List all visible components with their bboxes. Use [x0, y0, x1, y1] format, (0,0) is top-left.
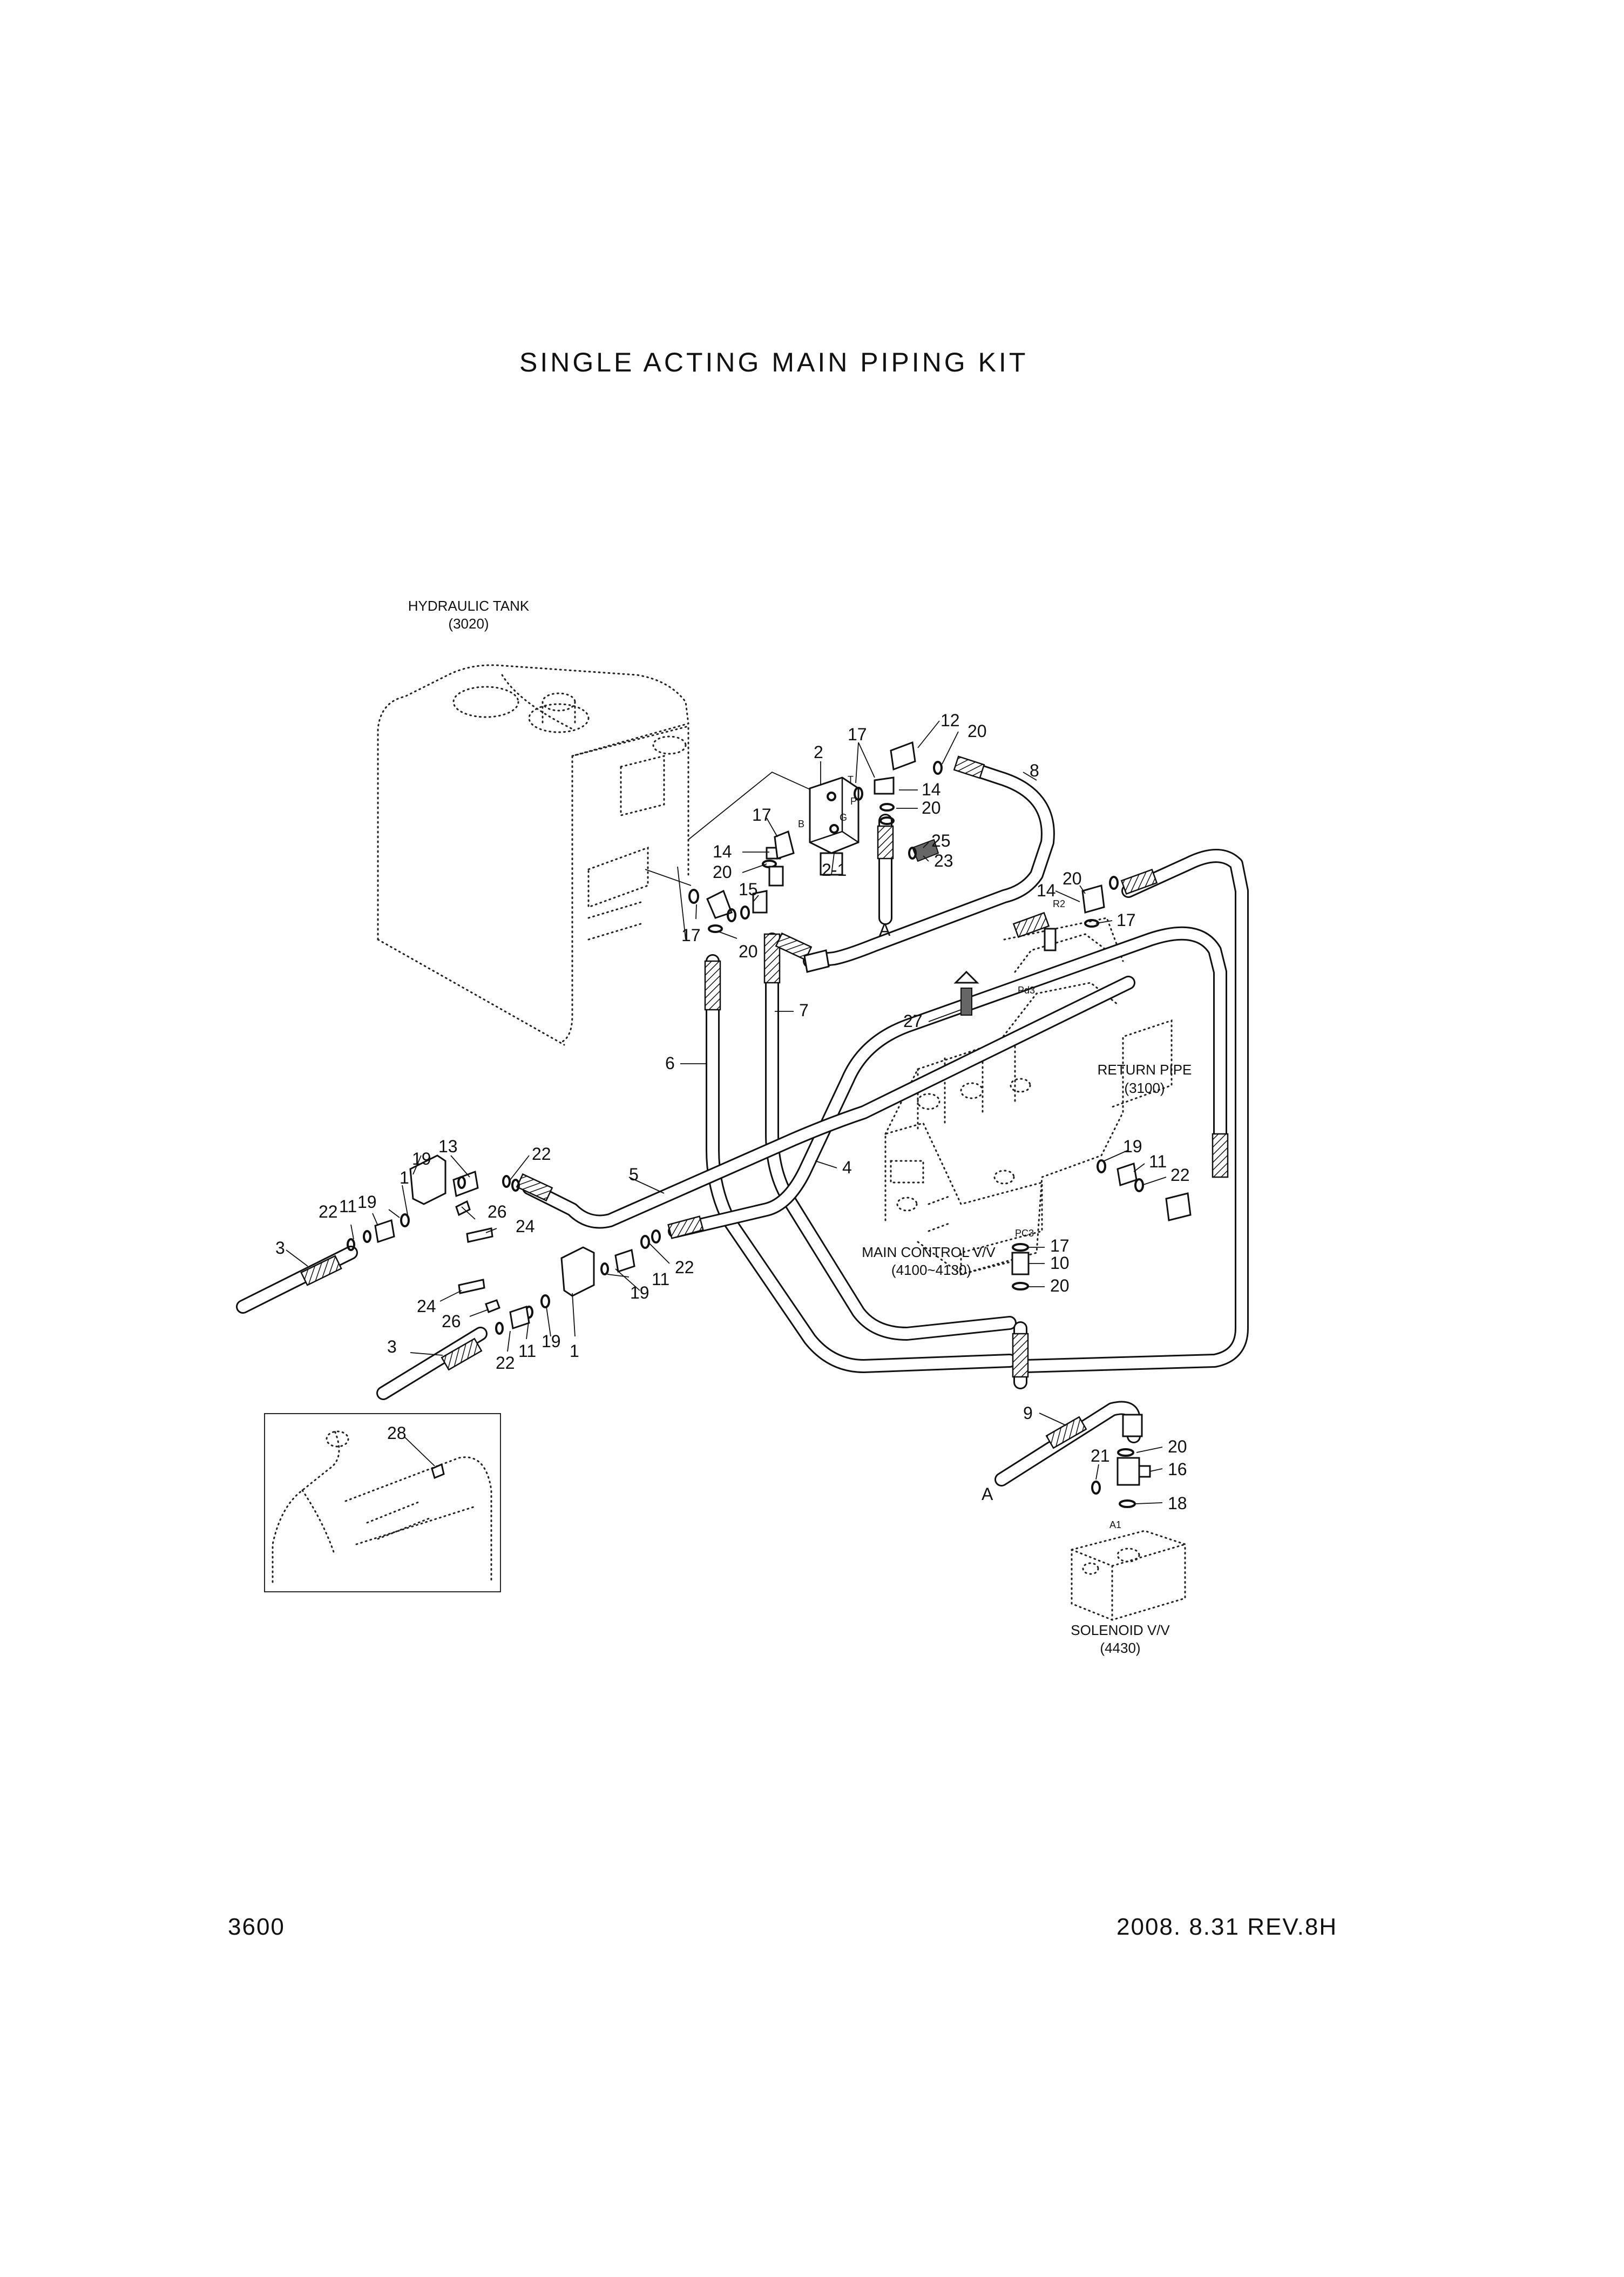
callout-17: 17: [1050, 1236, 1070, 1255]
leader-lines: [286, 720, 1167, 1504]
fittings: R2 Pd3 PC3 A1: [347, 741, 1192, 1530]
revision-date: 2008. 8.31 REV.8H: [1116, 1914, 1337, 1940]
callout-17: 17: [752, 805, 772, 825]
callout-9: 9: [1023, 1403, 1033, 1423]
callout-20: 20: [739, 942, 758, 961]
callout-16: 16: [1168, 1460, 1187, 1479]
callout-11: 11: [518, 1341, 536, 1361]
main-control-valve-label: MAIN CONTROL V/V: [862, 1244, 996, 1260]
callout-28: 28: [387, 1423, 407, 1443]
port-label-pd3: Pd3: [1018, 985, 1035, 996]
callout-14: 14: [922, 780, 941, 799]
callout-8: 8: [1030, 761, 1039, 780]
callout-26: 26: [488, 1202, 507, 1221]
callout-25: 25: [931, 831, 951, 850]
callout-26: 26: [442, 1312, 461, 1331]
callout-19: 19: [357, 1192, 377, 1212]
callout-23: 23: [934, 851, 953, 870]
connector-a-lower: A: [982, 1484, 993, 1504]
callout-13: 13: [438, 1137, 458, 1156]
callout-7: 7: [799, 1001, 809, 1020]
callout-20: 20: [1063, 869, 1082, 888]
part-callouts: 2 2-1 17 12 20 14 20 8 17 14 20 15 25 23…: [275, 711, 1190, 1513]
page-number: 3600: [228, 1914, 285, 1940]
callout-1: 1: [400, 1168, 409, 1187]
port-label-b: B: [798, 819, 804, 829]
main-control-valve: MAIN CONTROL V/V (4100~4130) RETURN PIPE…: [862, 917, 1192, 1278]
callout-22: 22: [532, 1144, 551, 1164]
callout-17: 17: [1116, 910, 1136, 930]
hydraulic-tank-label: HYDRAULIC TANK: [408, 598, 530, 614]
callout-12: 12: [940, 711, 960, 730]
callout-1: 1: [570, 1341, 579, 1361]
callout-19: 19: [542, 1332, 561, 1351]
callout-18: 18: [1168, 1494, 1187, 1513]
callout-24: 24: [516, 1217, 535, 1236]
callout-4: 4: [842, 1158, 852, 1177]
callout-2-1: 2-1: [822, 860, 847, 880]
page-title: SINGLE ACTING MAIN PIPING KIT: [519, 347, 1028, 377]
callout-6: 6: [665, 1053, 675, 1073]
callout-10: 10: [1050, 1253, 1070, 1273]
callout-20: 20: [1168, 1437, 1187, 1456]
hoses: [236, 760, 1249, 1487]
callout-11: 11: [652, 1269, 669, 1289]
callout-20: 20: [1050, 1276, 1070, 1295]
port-label-g: G: [840, 812, 847, 823]
callout-19: 19: [412, 1149, 431, 1168]
port-label-t: T: [848, 774, 854, 785]
callout-14: 14: [1037, 881, 1056, 900]
callout-3: 3: [275, 1238, 285, 1258]
return-pipe-number: (3100): [1124, 1080, 1165, 1096]
hydraulic-tank-number: (3020): [448, 616, 489, 632]
callout-14: 14: [713, 842, 732, 861]
callout-21: 21: [1091, 1446, 1110, 1465]
callout-2: 2: [814, 742, 823, 762]
return-pipe-label: RETURN PIPE: [1098, 1062, 1192, 1078]
main-control-valve-number: (4100~4130): [891, 1262, 971, 1278]
port-label-a1: A1: [1109, 1519, 1121, 1530]
callout-5: 5: [629, 1165, 639, 1184]
port-label-pc3: PC3: [1015, 1228, 1034, 1239]
callout-20: 20: [713, 862, 732, 882]
operator-console-inset: [264, 1413, 501, 1592]
callout-15: 15: [739, 880, 758, 899]
solenoid-valve-label: SOLENOID V/V: [1071, 1622, 1170, 1638]
callout-20: 20: [967, 721, 987, 741]
hose-fittings: [300, 755, 1229, 1449]
callout-11: 11: [339, 1197, 357, 1216]
hydraulic-tank: HYDRAULIC TANK (3020): [377, 598, 689, 1046]
callout-22: 22: [1170, 1165, 1190, 1185]
callout-17: 17: [681, 925, 701, 945]
callout-20: 20: [922, 798, 941, 817]
connector-a-upper: A: [879, 920, 891, 940]
solenoid-valve-number: (4430): [1100, 1640, 1140, 1656]
callout-22: 22: [675, 1258, 694, 1277]
callout-17: 17: [848, 725, 867, 744]
callout-24: 24: [417, 1296, 436, 1316]
callout-19: 19: [1123, 1137, 1142, 1156]
port-label-r2: R2: [1053, 898, 1065, 909]
callout-27: 27: [903, 1011, 923, 1031]
callout-22: 22: [496, 1353, 515, 1373]
callout-19: 19: [630, 1283, 649, 1302]
valve-block: T P B G: [798, 774, 860, 876]
callout-3: 3: [387, 1337, 397, 1356]
callout-22: 22: [319, 1202, 338, 1221]
callout-11: 11: [1149, 1152, 1167, 1171]
solenoid-valve: SOLENOID V/V (4430): [1071, 1530, 1186, 1656]
